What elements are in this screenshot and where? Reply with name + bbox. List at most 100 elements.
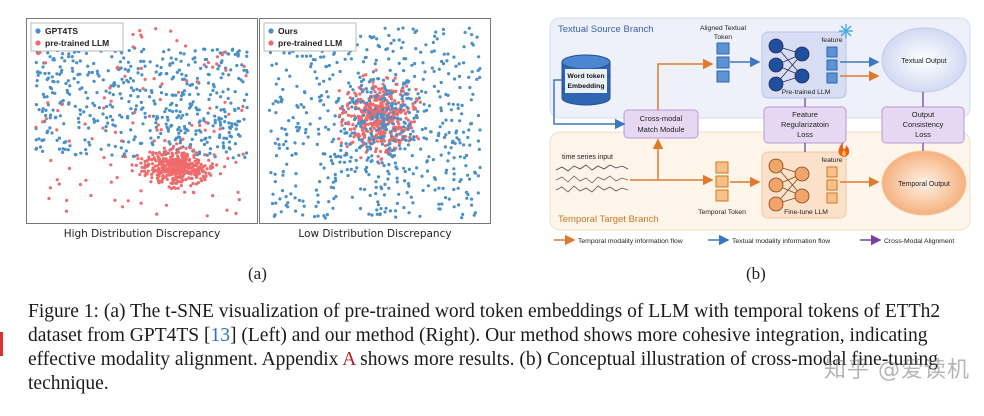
tsne-point-blue [208, 93, 213, 97]
tsne-point-red [393, 99, 397, 103]
tsne-point-red [196, 166, 200, 170]
tsne-point-red [203, 164, 207, 168]
tsne-point-blue [411, 129, 415, 133]
tsne-point-blue [36, 73, 40, 77]
tsne-point-blue [237, 76, 241, 81]
tsne-point-blue [414, 47, 418, 51]
citation-link[interactable]: 13 [210, 325, 231, 346]
tsne-point-blue [206, 111, 210, 115]
tsne-point-blue [452, 172, 456, 176]
tsne-point-blue [274, 111, 278, 115]
tsne-point-blue [183, 127, 187, 131]
tsne-point-blue [315, 76, 319, 80]
tsne-point-blue [215, 145, 220, 149]
tsne-point-red [156, 154, 160, 158]
tsne-point-blue [376, 160, 380, 164]
tsne-point-blue [458, 141, 462, 145]
tsne-point-blue [429, 130, 433, 134]
tsne-point-blue [328, 155, 333, 159]
tsne-point-blue [219, 123, 223, 127]
tsne-point-blue [465, 196, 469, 200]
tsne-point-blue [150, 141, 154, 145]
tsne-point-blue [161, 57, 165, 61]
tsne-point-blue [409, 195, 413, 199]
legend-temporal-flow: Temporal modality information flow [578, 238, 683, 245]
tsne-point-blue [227, 73, 231, 77]
tsne-point-red [220, 53, 224, 57]
tsne-point-red [414, 97, 419, 101]
tsne-point-blue [245, 92, 249, 97]
tsne-point-blue [380, 142, 384, 146]
tsne-point-blue [327, 63, 331, 68]
tsne-point-blue [111, 123, 115, 127]
tsne-point-red [177, 147, 181, 151]
tsne-point-blue [129, 64, 133, 68]
tsne-point-blue [121, 154, 125, 158]
tsne-point-red [160, 159, 165, 164]
tsne-point-red [36, 52, 40, 56]
word-token-label: Word token [567, 73, 604, 80]
tsne-point-blue [110, 55, 114, 59]
tsne-point-blue [108, 91, 112, 95]
tsne-point-blue [323, 216, 327, 220]
tsne-point-blue [339, 155, 343, 159]
tsne-point-blue [339, 129, 343, 133]
tsne-point-blue [104, 125, 108, 129]
tsne-point-red [351, 123, 355, 127]
tsne-point-blue [475, 77, 479, 81]
tsne-point-blue [177, 131, 181, 135]
cross-modal-label-1: Cross-modal [640, 114, 683, 123]
tsne-point-red [175, 158, 179, 162]
tsne-point-red [400, 87, 404, 91]
tsne-point-blue [288, 74, 292, 78]
tsne-point-red [202, 63, 206, 67]
tsne-point-blue [78, 112, 83, 116]
tsne-point-blue [425, 108, 429, 112]
tsne-point-blue [127, 140, 131, 144]
tsne-point-blue [380, 123, 384, 127]
tsne-point-blue [457, 138, 461, 142]
tsne-point-blue [55, 72, 59, 76]
tsne-point-red [186, 170, 190, 174]
tsne-point-blue [468, 85, 472, 90]
tsne-point-red [346, 113, 350, 117]
tsne-point-blue [216, 67, 220, 71]
tsne-point-blue [348, 142, 352, 146]
tsne-point-red [154, 27, 158, 31]
tsne-point-blue [233, 52, 237, 57]
tsne-point-blue [148, 95, 152, 99]
tsne-point-blue [132, 138, 136, 142]
appendix-link[interactable]: A [342, 349, 356, 370]
tsne-point-blue [106, 69, 110, 73]
tsne-point-blue [170, 77, 174, 81]
tsne-point-red [414, 107, 418, 111]
tsne-point-red [374, 85, 378, 89]
tsne-point-blue [364, 87, 368, 91]
tsne-point-blue [372, 77, 376, 82]
tsne-point-blue [342, 160, 347, 164]
tsne-point-blue [136, 67, 140, 71]
tsne-point-blue [213, 121, 217, 125]
tsne-point-red [130, 169, 134, 173]
tsne-point-blue [402, 120, 406, 124]
tsne-point-blue [433, 188, 437, 192]
tsne-point-blue [478, 165, 482, 170]
tsne-point-blue [475, 35, 479, 39]
legend-textual-flow: Textual modality information flow [732, 238, 830, 245]
tsne-point-blue [47, 71, 51, 75]
tsne-point-blue [236, 50, 240, 54]
tsne-point-blue [421, 77, 425, 81]
tsne-point-blue [85, 152, 89, 156]
tsne-point-blue [286, 205, 290, 209]
tsne-point-blue [236, 106, 241, 110]
tsne-point-blue [193, 60, 197, 64]
tsne-point-blue [309, 97, 313, 101]
tsne-point-red [369, 121, 373, 126]
tsne-point-blue [97, 106, 101, 110]
tsne-point-blue [131, 79, 135, 83]
tsne-point-blue [294, 152, 298, 156]
tsne-point-blue [158, 73, 162, 77]
tsne-point-blue [365, 101, 369, 105]
tsne-point-red [364, 73, 368, 77]
tsne-point-blue [276, 100, 280, 104]
